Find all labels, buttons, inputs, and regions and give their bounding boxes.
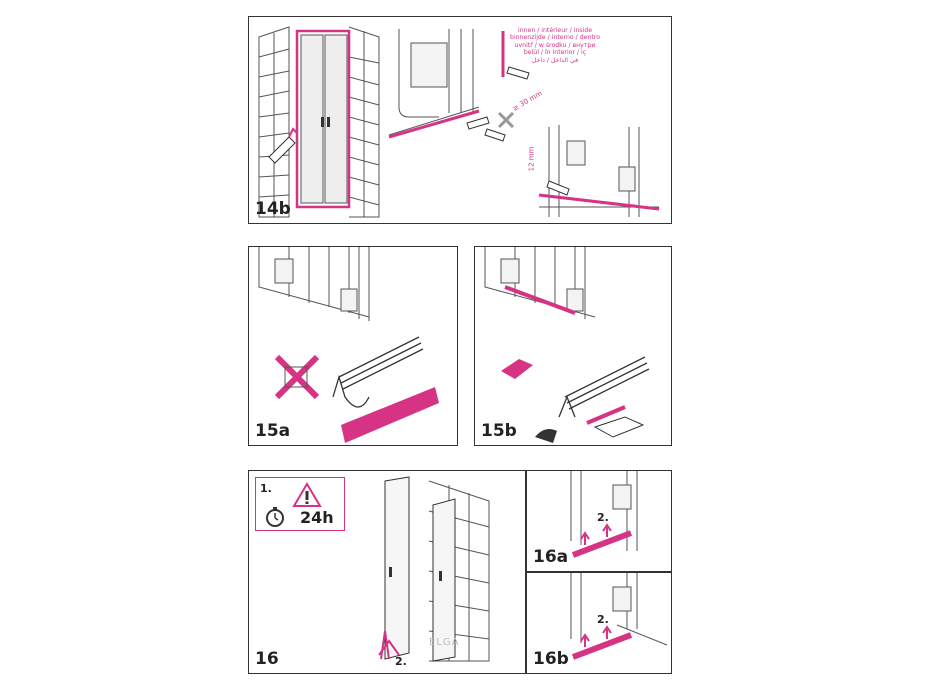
panel-15b: 15b <box>474 246 672 446</box>
warning-box: 1. 24h <box>255 477 345 531</box>
warning-icon <box>292 482 322 507</box>
illustration-15b <box>484 247 650 443</box>
sub-step-label: 2. <box>597 613 609 626</box>
step-label: 16a <box>533 547 569 567</box>
inside-label-line: binnenzijde / interno / dentro <box>510 34 600 42</box>
cure-time: 24h <box>300 508 334 527</box>
watermark: ELGA <box>429 637 460 648</box>
illustration-16b <box>570 573 668 660</box>
panel-15a: 15a <box>248 246 458 446</box>
step-label: 16b <box>533 649 569 669</box>
height-measurement: 12 mm <box>527 146 536 172</box>
panel-16b: 2. 16b <box>526 572 672 674</box>
inside-label-line: belül / în interior / iç <box>523 49 587 57</box>
step-label: 15a <box>255 421 291 441</box>
panel-16a: 2. 16a <box>526 470 672 572</box>
step-label: 15b <box>481 421 517 441</box>
panel-16: 1. 24h 2. ELGA 16 <box>248 470 526 674</box>
stopwatch-icon <box>266 507 284 527</box>
illustration-16a <box>570 471 638 558</box>
inside-label: innen / intérieur / inside binnenzijde /… <box>495 27 615 64</box>
sub-step-label: 2. <box>395 655 407 668</box>
illustration-14b <box>258 26 660 218</box>
step-label: 16 <box>255 649 279 669</box>
warning-step-number: 1. <box>260 482 272 495</box>
panel-14b: innen / intérieur / inside binnenzijde /… <box>248 16 672 224</box>
illustration-16 <box>378 476 490 662</box>
inside-label-line: innen / intérieur / inside <box>517 27 593 34</box>
inside-label-line: uvnitř / w środku / внутри <box>514 41 596 49</box>
sub-step-label: 2. <box>597 511 609 524</box>
step-label: 14b <box>255 199 291 219</box>
inside-label-line: في الداخل / داخل <box>531 56 579 64</box>
illustration-15a <box>258 247 439 443</box>
